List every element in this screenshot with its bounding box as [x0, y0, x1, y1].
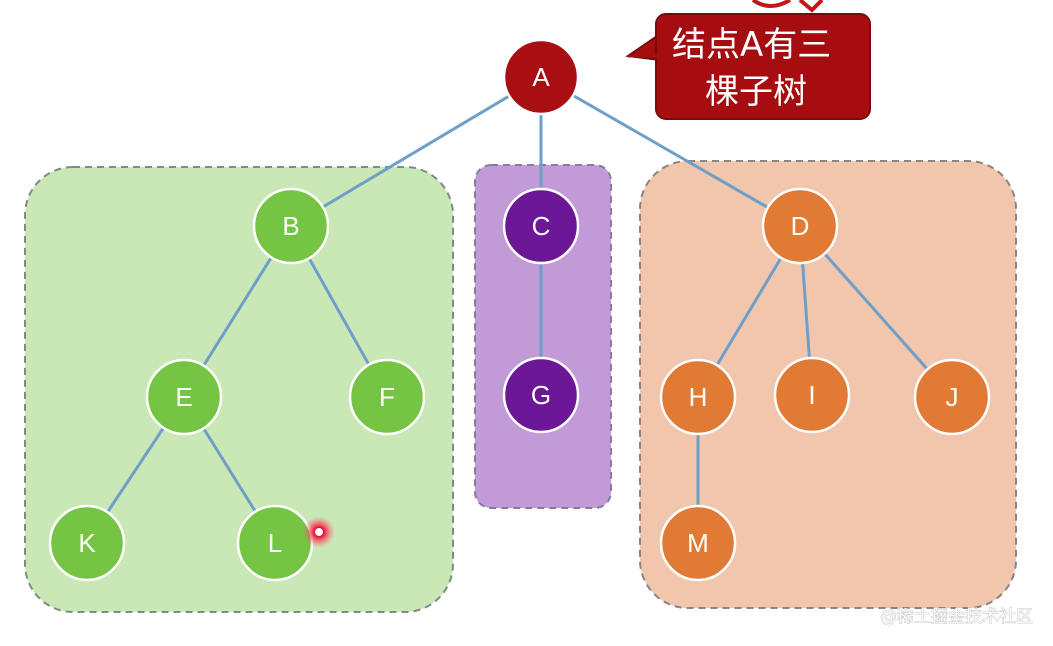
node-l-label: L	[268, 528, 282, 558]
node-j: J	[913, 358, 991, 436]
callout-line-2: 棵子树	[705, 72, 807, 112]
node-e-label: E	[175, 382, 192, 412]
edge-a-b	[289, 75, 543, 228]
node-b-label: B	[282, 211, 299, 241]
node-e: E	[145, 358, 223, 436]
callout-bubble: 结点A有三 棵子树	[625, 0, 871, 120]
edge-a-d	[539, 75, 802, 228]
node-c-label: C	[532, 211, 551, 241]
laser-pointer-icon	[303, 516, 335, 548]
node-g-label: G	[531, 380, 551, 410]
node-m-label: M	[687, 528, 709, 558]
node-a-label: A	[532, 62, 550, 92]
subtree-region-b	[24, 166, 454, 613]
node-b: B	[252, 187, 330, 265]
node-a: A	[502, 38, 580, 116]
node-g: G	[502, 356, 580, 434]
node-d-label: D	[791, 211, 810, 241]
callout-line-1: 结点A有三	[672, 25, 831, 65]
node-i: I	[773, 356, 851, 434]
node-m: M	[659, 504, 737, 582]
node-k-label: K	[78, 528, 96, 558]
node-h-label: H	[689, 382, 708, 412]
subtree-region-c	[474, 164, 612, 509]
node-d: D	[761, 187, 839, 265]
watermark-text: @稀土掘金技术社区	[880, 607, 1033, 627]
node-c: C	[502, 187, 580, 265]
node-j-label: J	[946, 382, 959, 412]
node-f-label: F	[379, 382, 395, 412]
node-f: F	[348, 358, 426, 436]
node-l: L	[236, 504, 314, 582]
node-i-label: I	[808, 380, 815, 410]
node-h: H	[659, 358, 737, 436]
node-k: K	[48, 504, 126, 582]
